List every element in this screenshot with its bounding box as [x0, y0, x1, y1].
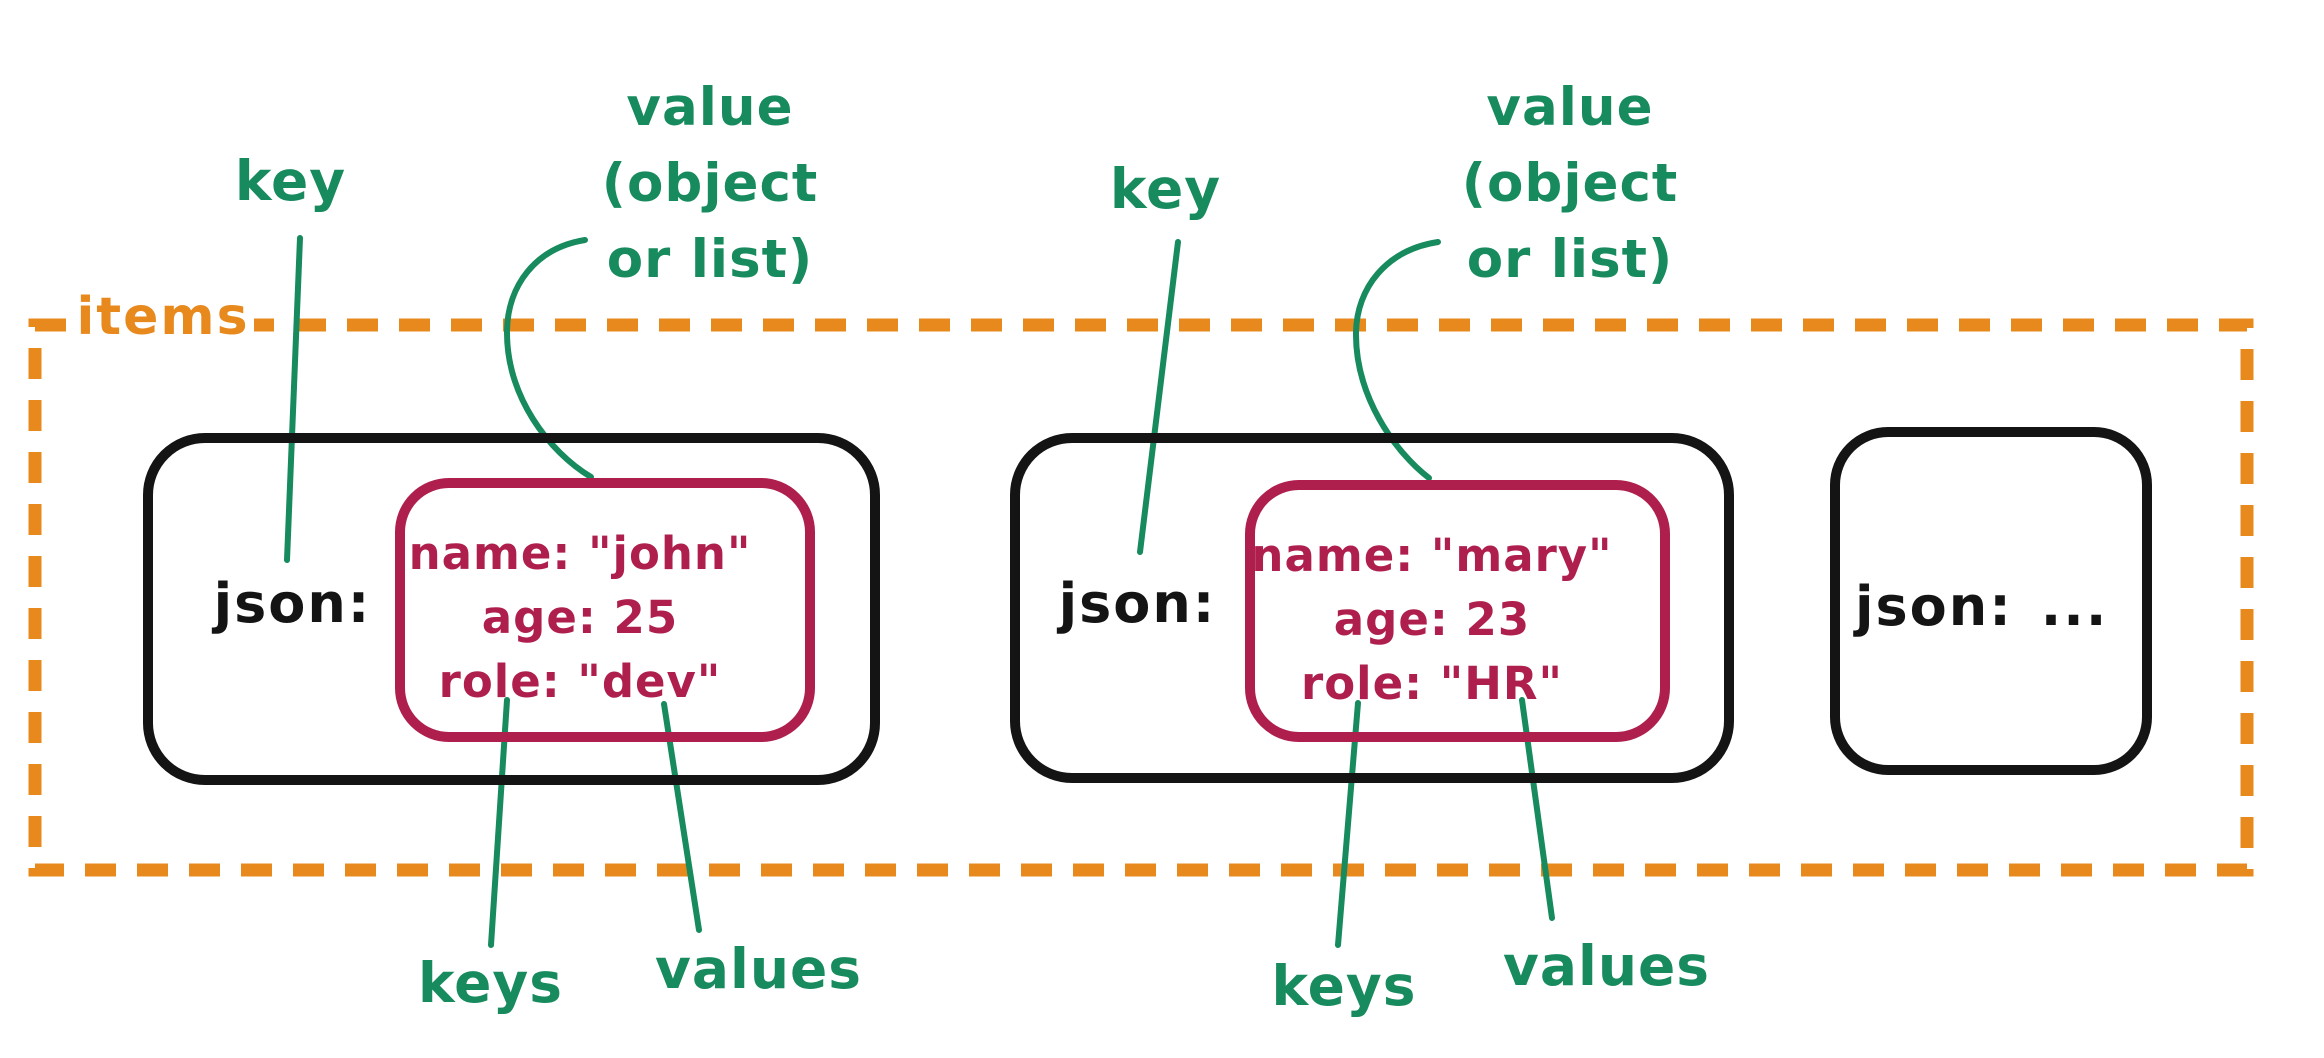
value-callout-label-1: value (object or list) — [585, 70, 835, 298]
key-connector-1 — [284, 235, 303, 563]
record-3-ellipsis: ... — [2040, 575, 2109, 638]
record-1-key-label: json: — [213, 572, 372, 635]
values-callout-label-2: values — [1503, 934, 1711, 998]
record-box-3 — [1830, 427, 2152, 775]
keys-connector-2 — [1335, 700, 1361, 948]
record-1-object-fields: name: "john" age: 25 role: "dev" — [370, 522, 790, 714]
record-1-value-object-box — [395, 478, 815, 742]
value-connector-1 — [503, 237, 594, 480]
record-2-field-name: name: "mary" — [1251, 529, 1613, 582]
value-connector-2 — [1352, 239, 1441, 481]
record-1-field-name: name: "john" — [408, 527, 752, 580]
value-callout-label-1-line3: or list) — [606, 229, 814, 290]
value-callout-label-2-line2: (object — [1461, 153, 1679, 214]
key-callout-label-2: key — [1109, 157, 1222, 221]
key-connector-2 — [1137, 239, 1181, 555]
record-2-field-age: age: 23 — [1333, 593, 1531, 646]
record-2-key-label: json: — [1058, 572, 1217, 635]
record-3-key-label: json:... — [1855, 575, 2106, 638]
record-1-field-age: age: 25 — [481, 591, 679, 644]
key-callout-label-1: key — [234, 149, 347, 213]
items-boundary-dashed-border — [28, 318, 2254, 877]
record-2-field-role: role: "HR" — [1301, 657, 1563, 710]
record-box-2 — [1010, 433, 1734, 783]
value-callout-label-2: value (object or list) — [1445, 70, 1695, 298]
value-callout-label-2-line3: or list) — [1466, 229, 1674, 290]
keys-callout-label-1: keys — [418, 951, 563, 1015]
value-callout-label-2-line1: value — [1486, 77, 1654, 138]
keys-callout-label-2: keys — [1271, 954, 1417, 1018]
record-2-object-fields: name: "mary" age: 23 role: "HR" — [1222, 524, 1642, 716]
items-container-label: items — [72, 288, 254, 346]
record-3-key-text: json: — [1855, 575, 2013, 638]
record-box-1 — [143, 433, 880, 785]
value-callout-label-1-line2: (object — [601, 153, 819, 214]
values-callout-label-1: values — [655, 937, 863, 1001]
value-callout-label-1-line1: value — [626, 77, 794, 138]
record-1-field-role: role: "dev" — [438, 655, 722, 708]
record-2-value-object-box — [1245, 480, 1670, 742]
